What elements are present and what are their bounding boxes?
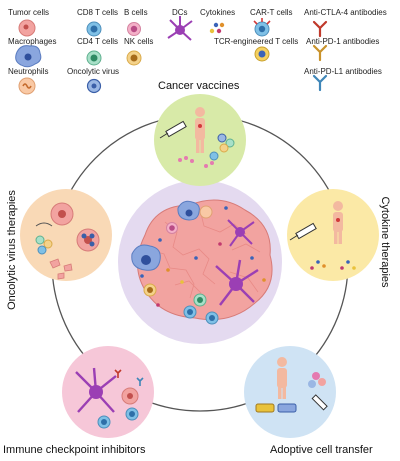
syringe-icon xyxy=(289,222,317,241)
legend-label-nk-cells: NK cells xyxy=(124,37,154,46)
dc-icon xyxy=(215,259,259,306)
tumor-site-icon xyxy=(198,124,202,128)
legend-label-dcs: DCs xyxy=(172,8,188,17)
cell-cluster-icon xyxy=(35,235,53,255)
legend-label-b-cells: B cells xyxy=(124,8,148,17)
human-figure-icon xyxy=(195,107,205,153)
cd8-t-cell-icon xyxy=(183,305,197,319)
tumor-cell-icon xyxy=(50,202,74,226)
legend-label-oncolytic-virus: Oncolytic virus xyxy=(67,67,120,76)
cd8-t-cell-icon xyxy=(97,415,111,429)
tumor-microenvironment xyxy=(118,180,282,344)
macrophage-icon xyxy=(131,244,161,271)
checkpoint-inhibitors-panel xyxy=(62,346,154,438)
tumor-cell-icon xyxy=(121,387,139,405)
tumor-cell-icon xyxy=(76,228,100,252)
legend-label-tumor-cells: Tumor cells xyxy=(8,8,50,17)
macrophage-icon xyxy=(15,45,42,68)
nk-cell-icon xyxy=(126,50,142,66)
cd8-t-cell-icon xyxy=(86,21,102,37)
car-t-cell-icon xyxy=(205,311,219,325)
human-figure-icon xyxy=(277,357,287,399)
legend-icons xyxy=(15,16,328,95)
anti-ctla4-antibody-icon xyxy=(312,20,328,38)
dc-icon xyxy=(227,219,255,247)
neutrophil-icon xyxy=(199,205,213,219)
cd8-t-cell-icon xyxy=(125,407,139,421)
oncolytic-virus-panel xyxy=(20,189,112,281)
antibody-icon xyxy=(136,377,144,386)
adoptive-cell-transfer-panel xyxy=(244,346,336,438)
legend-label-anti-ctla4: Anti-CTLA-4 antibodies xyxy=(304,8,387,17)
legend-label-tcr-t-cells: TCR-engineered T cells xyxy=(214,37,299,46)
antibody-icon xyxy=(114,369,122,378)
legend-label-car-t-cells: CAR-T cells xyxy=(250,8,293,17)
culture-flask-icon xyxy=(255,403,297,413)
dc-icon xyxy=(75,367,117,413)
legend-label-neutrophils: Neutrophils xyxy=(8,67,49,76)
title-immune-checkpoint-inhibitors: Immune checkpoint inhibitors xyxy=(3,444,146,456)
cd4-t-cell-icon xyxy=(193,293,207,307)
tumor-site-icon xyxy=(336,218,340,222)
cytokine-icon xyxy=(310,260,356,270)
syringe-icon xyxy=(159,120,187,139)
cytokine-icon xyxy=(209,22,225,34)
arrow-icon xyxy=(35,222,53,227)
b-cell-icon xyxy=(166,222,178,234)
neutrophil-icon xyxy=(18,77,36,95)
legend-label-cytokines: Cytokines xyxy=(200,8,236,17)
title-adoptive-cell-transfer: Adoptive cell transfer xyxy=(270,444,373,456)
cytokine-icon xyxy=(140,206,266,307)
legend-label-anti-pd1: Anti-PD-1 antibodies xyxy=(306,37,380,46)
tcr-t-cell-icon xyxy=(254,46,270,62)
legend-label-anti-pdl1: Anti-PD-L1 antibodies xyxy=(304,67,382,76)
legend-label-cd8-t-cells: CD8 T cells xyxy=(77,8,119,17)
dc-icon xyxy=(167,16,193,41)
peptide-icon xyxy=(178,156,214,168)
cell-cluster-icon xyxy=(308,372,326,388)
lysed-cell-fragments-icon xyxy=(49,258,73,280)
legend-label-cd4-t-cells: CD4 T cells xyxy=(77,37,119,46)
cancer-vaccines-panel xyxy=(154,94,246,186)
syringe-icon xyxy=(311,394,328,411)
b-cell-icon xyxy=(127,22,141,36)
title-cancer-vaccines: Cancer vaccines xyxy=(158,80,240,92)
cell-cluster-icon xyxy=(209,133,235,161)
car-t-cell-icon xyxy=(253,18,271,37)
oncolytic-virus-icon xyxy=(81,233,95,247)
cd4-t-cell-icon xyxy=(86,50,102,66)
tumor-cell-icon xyxy=(18,19,36,37)
cytokine-therapies-panel xyxy=(287,189,379,281)
oncolytic-virus-icon xyxy=(86,78,102,94)
anti-pdl1-antibody-icon xyxy=(312,74,328,92)
nk-cell-icon xyxy=(143,283,157,297)
legend-label-macrophages: Macrophages xyxy=(8,37,57,46)
title-oncolytic-virus-therapies: Oncolytic virus therapies xyxy=(6,190,18,310)
title-cytokine-therapies: Cytokine therapies xyxy=(379,196,391,288)
anti-pd1-antibody-icon xyxy=(312,44,328,62)
macrophage-icon xyxy=(177,200,200,221)
